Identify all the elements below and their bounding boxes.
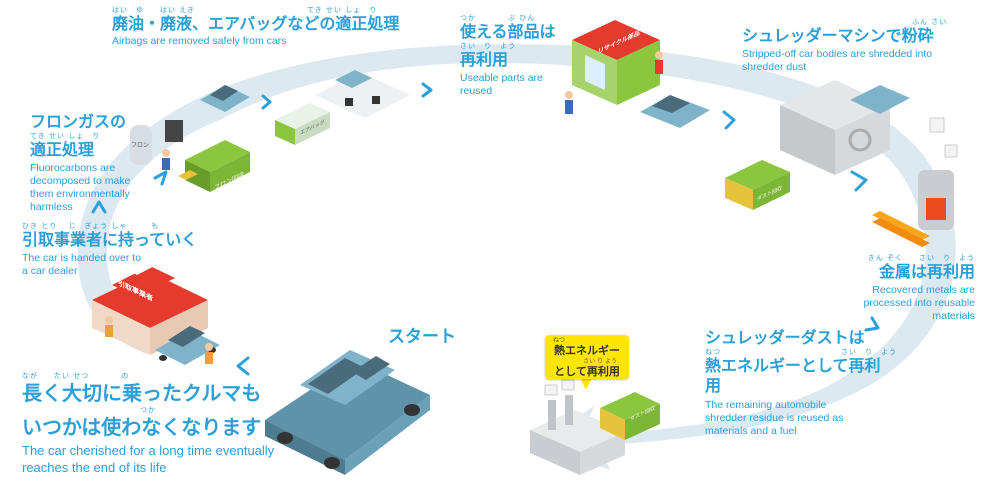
airbag-truck-illustration [275, 103, 330, 145]
flow-arrow-6 [236, 356, 250, 376]
dealer-title: 引取事業者に持っていく [22, 230, 198, 249]
shredder-english: Stripped-off car bodies are shredded int… [742, 48, 933, 73]
dust-title-line2: 熱エネルギーとして再利用 [705, 356, 881, 395]
start-car-illustration [265, 350, 430, 475]
metal-bars-illustration [872, 211, 930, 247]
fluorocarbon-ruby: てき せい しょ り [30, 132, 101, 140]
flow-arrow-3 [722, 110, 736, 130]
dealer-car-illustration [155, 326, 220, 365]
start-title-line2: いつかは使わなくなります [22, 415, 262, 439]
parts-car-illustration [640, 95, 710, 128]
parts-english: Useable parts are reused [460, 72, 543, 97]
start-english: The car cherished for a long time eventu… [22, 443, 275, 475]
callout-line1: 熱エネルギー [554, 344, 620, 357]
callout-ruby-2: さい り よう [583, 358, 617, 365]
metal-caption: きん ぞく さい り よう 金属は再利用 Recovered metals ar… [860, 254, 976, 323]
person-figure-parts [565, 51, 663, 114]
person-figure-fluorocarbon [162, 149, 170, 170]
fluorocarbon-title-line2: 適正処理 [30, 140, 95, 159]
start-title-line1: 長く大切に乗ったクルマも [22, 381, 262, 405]
shredder-title: シュレッダーマシンで粉砕 [742, 26, 934, 45]
dust-caption: シュレッダーダストは ねつ さい り よう 熱エネルギーとして再利用 The r… [705, 328, 897, 438]
start-ruby: なが たい せつ の [22, 372, 130, 380]
flow-arrow-5 [864, 316, 880, 332]
dust-title-line1: シュレッダーダストは [705, 328, 865, 347]
dealer-caption: ひき とり じ ぎょう しゃ も 引取事業者に持っていく The car is … [22, 222, 202, 278]
dealer-shop-illustration [92, 255, 208, 355]
fluorocarbon-title-line1: フロンガスの [30, 112, 127, 131]
shredder-ruby: ふん さい [912, 18, 948, 26]
dealer-ruby: ひき とり じ ぎょう しゃ も [22, 222, 160, 230]
flow-arrow-7 [91, 200, 107, 214]
shredder-car-illustration [850, 85, 910, 114]
parts-ruby-2: さい り よう [460, 42, 516, 50]
flow-arrow-1 [261, 94, 272, 110]
parts-shop-illustration [572, 20, 660, 105]
furnace-illustration [918, 170, 954, 230]
metal-ruby: きん ぞく さい り よう [867, 254, 975, 262]
parts-title-line2: 再利用 [460, 50, 509, 69]
start-ruby-2: つか [140, 406, 156, 414]
start-label: スタート [388, 327, 456, 347]
airbag-caption: はい ゆ はい えき てき せい しょ り 廃油・廃液、エアバッグなどの適正処理… [112, 6, 412, 48]
metal-english: Recovered metals are processed into reus… [863, 284, 976, 322]
callout-ruby-1: ねつ [553, 337, 566, 344]
parts-title-line1: 使える部品は [460, 22, 556, 41]
start-caption: なが たい せつ の 長く大切に乗ったクルマも つか いつかは使わなくなります … [22, 372, 292, 476]
person-figure-dealer [105, 316, 213, 364]
dealer-english: The car is handed over to a car dealer [22, 252, 142, 277]
dust-ruby: ねつ さい り よう [705, 348, 897, 356]
airbag-workshop-illustration [315, 70, 410, 118]
callout-tail [580, 378, 592, 390]
metal-title: 金属は再利用 [878, 262, 975, 281]
airbag-english: Airbags are removed safely from cars [112, 35, 287, 47]
energy-callout: ねつ 熱エネルギー さい り よう として再利用 [545, 335, 629, 379]
shredder-truck-illustration [725, 160, 790, 210]
parts-ruby: つか ぶ ひん [460, 14, 536, 22]
fluorocarbon-tank-label: フロン [131, 142, 150, 149]
callout-line2: として再利用 [554, 365, 620, 378]
dust-english: The remaining automobile shredder residu… [705, 399, 844, 437]
shredder-caption: ふん さい シュレッダーマシンで粉砕 Stripped-off car bodi… [742, 18, 952, 74]
airbag-title: 廃油・廃液、エアバッグなどの適正処理 [112, 14, 400, 33]
flow-arrow-8 [153, 170, 168, 186]
shredder-machine-illustration [780, 80, 890, 175]
parts-caption: つか ぶ ひん 使える部品は さい り よう 再利用 Useable parts… [460, 14, 570, 98]
dust-truck-illustration [600, 392, 660, 440]
dust-cubes [929, 117, 958, 158]
fluorocarbon-tank-illustration [130, 120, 183, 165]
airbag-ruby: はい ゆ はい えき てき せい しょ り [112, 6, 378, 14]
airbag-car-illustration [200, 85, 250, 112]
factory-illustration [530, 379, 625, 475]
flow-arrow-2 [421, 82, 433, 98]
fluorocarbon-truck-illustration [178, 140, 250, 192]
fluorocarbon-english: Fluorocarbons are decomposed to make the… [30, 162, 131, 213]
flow-arrow-4 [850, 170, 868, 192]
fluorocarbon-caption: フロンガスの てき せい しょ り 適正処理 Fluorocarbons are… [30, 112, 155, 214]
